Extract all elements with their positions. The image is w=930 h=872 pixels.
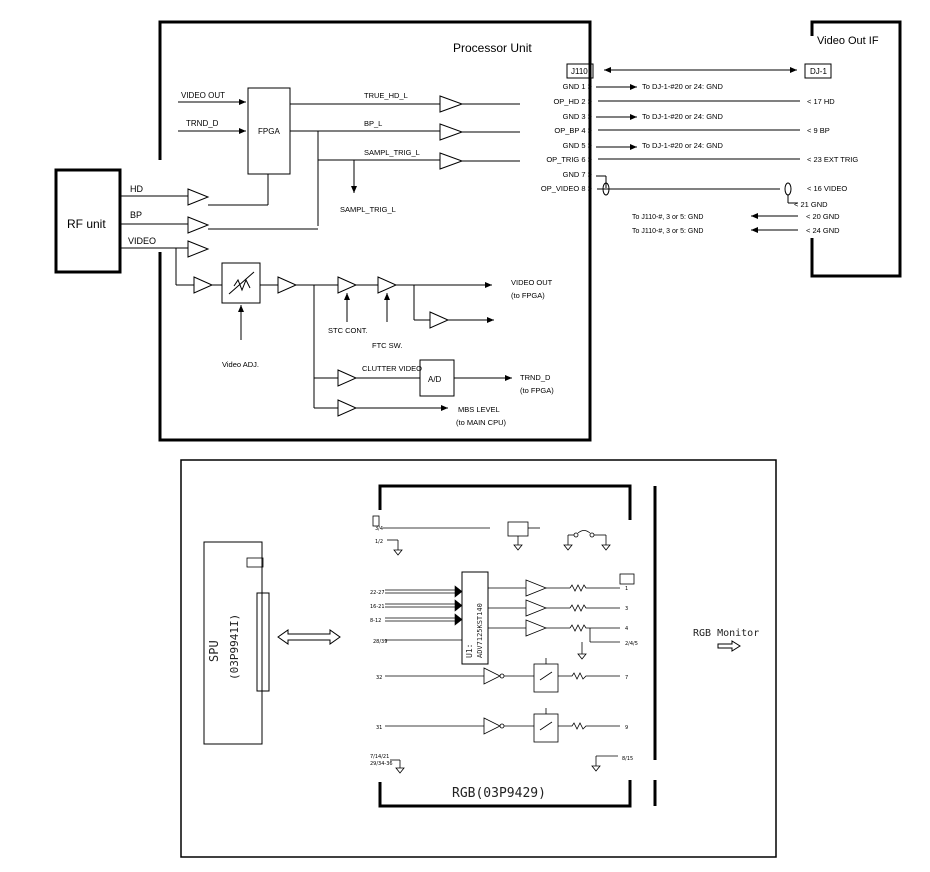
j110-pin-5: GND 5 > — [563, 141, 593, 150]
dj1-pin-8: < 16 VIDEO — [807, 184, 847, 193]
rgb-monitor-label: RGB Monitor — [693, 628, 759, 639]
spu-label: SPU — [207, 640, 221, 662]
trnd-d-input-label: TRND_D — [186, 119, 219, 128]
spu-part-number: (03P9941I) — [228, 614, 241, 680]
trnd-d-out-sub: (to FPGA) — [520, 386, 554, 395]
buffer-true-hd — [439, 95, 464, 113]
clutter-video-label: CLUTTER VIDEO — [362, 364, 422, 373]
svg-text:29/34-36: 29/34-36 — [370, 761, 393, 767]
svg-text:1: 1 — [625, 586, 628, 592]
j110-pin-1: GND 1 > — [563, 82, 593, 91]
svg-text:22-27: 22-27 — [370, 590, 385, 596]
video-out-if-title: Video Out IF — [817, 35, 879, 47]
svg-text:32: 32 — [376, 675, 382, 681]
gnd24-note: To J110-#, 3 or 5: GND — [632, 228, 703, 235]
spu-module — [203, 541, 263, 745]
svg-text:7/14/21: 7/14/21 — [370, 754, 389, 760]
dj1-pin-4: < 9 BP — [807, 126, 830, 135]
svg-text:31: 31 — [376, 725, 382, 731]
rf-bp-label: BP — [130, 210, 142, 220]
bottom-diagram — [180, 459, 777, 858]
j110-pin-8: OP_VIDEO 8 > — [541, 184, 593, 193]
dj1-box — [804, 63, 832, 79]
video-adj-label: Video ADJ. — [222, 360, 259, 369]
svg-text:8/15: 8/15 — [622, 756, 633, 762]
processor-unit-frame — [158, 20, 592, 442]
mbs-level-sub: (to MAIN CPU) — [456, 418, 507, 427]
rgb-board-title: RGB(03P9429) — [452, 786, 546, 801]
dac-chip-ref: U1: — [465, 644, 474, 658]
video-out-fpga-label: VIDEO OUT — [511, 278, 553, 287]
top-diagram — [54, 20, 902, 442]
svg-text:1/2: 1/2 — [375, 539, 383, 545]
dj1-pin-2: < 17 HD — [807, 97, 835, 106]
svg-text:4: 4 — [625, 626, 628, 632]
rf-hd-label: HD — [130, 184, 143, 194]
j110-pin-note-3: To DJ-1-#20 or 24: GND — [642, 112, 723, 121]
video-out-if-frame — [810, 20, 902, 278]
j110-pin-2: OP_HD 2 > — [553, 97, 592, 106]
dj1-label: DJ-1 — [810, 67, 827, 76]
rgb-monitor-arrow — [717, 640, 741, 652]
j110-pin-4: OP_BP 4 > — [554, 126, 592, 135]
true-hd-l-label: TRUE_HD_L — [364, 91, 408, 100]
svg-text:28/39: 28/39 — [373, 639, 387, 645]
j110-pin-note-1: To DJ-1-#20 or 24: GND — [642, 82, 723, 91]
gnd21-label: < 21 GND — [794, 200, 828, 209]
j110-label: J110 — [571, 67, 588, 76]
sampl-trig-l-down-label: SAMPL_TRIG_L — [340, 205, 396, 214]
fpga-label: FPGA — [258, 127, 280, 136]
dac-chip-part: ADV7125KST140 — [476, 603, 484, 658]
video-out-input-label: VIDEO OUT — [181, 91, 225, 100]
rf-unit-label: RF unit — [67, 217, 106, 231]
gnd20-note: To J110-#, 3 or 5: GND — [632, 214, 703, 221]
ftc-sw-label: FTC SW. — [372, 341, 402, 350]
rf-unit-box — [54, 168, 122, 274]
j110-pin-7: GND 7 > — [563, 170, 593, 179]
spu-connector — [256, 592, 270, 692]
stc-cont-label: STC CONT. — [328, 326, 368, 335]
rgb-board-pin-labels: 3/4 1/2 22-27 16-21 8-12 28/39 32 31 7/1… — [370, 526, 638, 767]
bidirectional-arrow — [277, 629, 341, 645]
svg-text:9: 9 — [625, 725, 628, 731]
svg-text:3/4: 3/4 — [375, 526, 383, 532]
j110-pin-note-5: To DJ-1-#20 or 24: GND — [642, 141, 723, 150]
j110-box — [566, 63, 594, 79]
sampl-trig-l-label: SAMPL_TRIG_L — [364, 148, 420, 157]
gnd24-label: < 24 GND — [806, 226, 840, 235]
video-out-fpga-sub: (to FPGA) — [511, 291, 545, 300]
gnd20-label: < 20 GND — [806, 212, 840, 221]
svg-text:8-12: 8-12 — [370, 618, 381, 624]
svg-text:16-21: 16-21 — [370, 604, 385, 610]
pin-list: GND 1 > To DJ-1-#20 or 24: GND OP_HD 2 > < … — [541, 82, 858, 193]
dj1-pin-6: < 23 EXT TRIG — [807, 155, 858, 164]
bottom-frame — [180, 459, 777, 858]
j110-pin-3: GND 3 > — [563, 112, 593, 121]
trnd-d-out-label: TRND_D — [520, 373, 551, 382]
buffer-bp — [439, 123, 464, 141]
svg-text:2/4/5: 2/4/5 — [625, 641, 638, 647]
buffer-trig — [439, 152, 464, 170]
video-adj-block — [221, 262, 261, 304]
j110-pin-6: OP_TRIG 6 > — [546, 155, 592, 164]
bp-l-label: BP_L — [364, 119, 382, 128]
mbs-level-label: MBS LEVEL — [458, 405, 500, 414]
ad-label: A/D — [428, 375, 442, 384]
svg-text:7: 7 — [625, 675, 628, 681]
dac-chip — [461, 571, 489, 665]
svg-text:3: 3 — [625, 606, 628, 612]
rf-video-label: VIDEO — [128, 236, 156, 246]
processor-unit-title: Processor Unit — [453, 41, 532, 55]
